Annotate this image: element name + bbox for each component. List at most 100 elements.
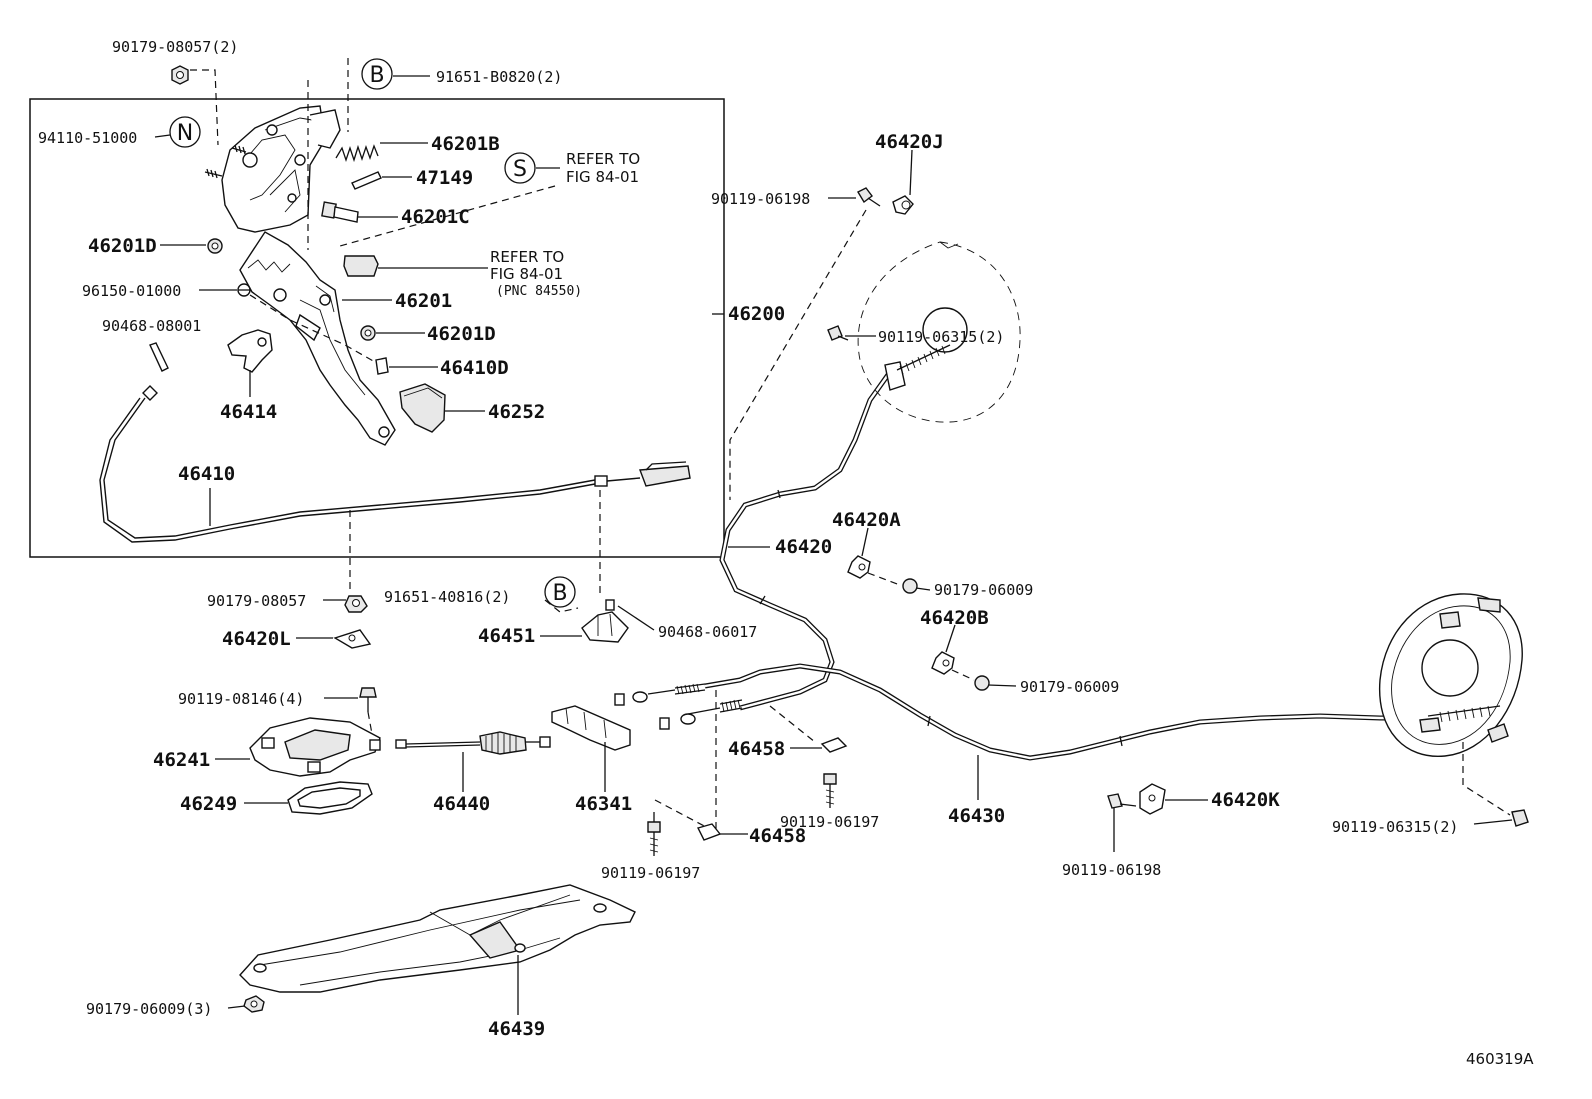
label-46420k: 46420K [1211,789,1280,811]
bolt-90119-06197-b [647,812,661,856]
label-91651-b0820-2: 91651-B0820(2) [436,68,562,86]
label-46201d-a: 46201D [88,235,157,257]
nut-46201d-b [360,325,376,341]
pedal-pad-46252 [399,383,446,433]
label-46410: 46410 [178,463,235,485]
bracket-46420k [1139,783,1166,815]
bracket-46241 [249,717,381,777]
label-90119-06197-a: 90119-06197 [780,813,879,831]
callout-b-top-text: B [369,63,384,88]
bracket-46420l [333,629,372,649]
backing-plate-right [1378,593,1523,757]
clip-90468-08001 [149,342,169,372]
label-90468-06017: 90468-06017 [658,623,757,641]
label-90119-06198-a: 90119-06198 [711,190,810,208]
nut-46201d-a [207,238,223,254]
cable-shield-46439 [239,884,636,993]
callout-b-top: B [361,58,393,90]
label-90119-06315-2-a: 90119-06315(2) [878,328,1004,346]
label-46420a: 46420A [832,509,901,531]
label-46451: 46451 [478,625,535,647]
assembly-46200-box [29,98,725,558]
label-46341: 46341 [575,793,632,815]
equalizer-46341 [551,705,631,751]
cable-46440 [395,731,551,755]
label-46430: 46430 [948,805,1005,827]
callout-n-text: N [177,121,193,146]
label-46201: 46201 [395,290,452,312]
bolt-90179-06009-b [974,675,1017,691]
label-46439: 46439 [488,1018,545,1040]
spring-46201b [335,144,379,163]
label-96150-01000: 96150-01000 [82,282,181,300]
label-46420: 46420 [775,536,832,558]
clip-46458-b [696,823,722,841]
clamp-46420b [931,651,955,675]
label-46200: 46200 [728,303,785,325]
label-47149: 47149 [416,167,473,189]
label-90179-08057: 90179-08057 [207,592,306,610]
pedal-lever-46201 [239,231,396,446]
refer-2-line2: FIG 84-01 [490,265,563,283]
label-46414: 46414 [220,401,277,423]
label-90119-06198-b: 90119-06198 [1062,861,1161,879]
label-46420l: 46420L [222,628,291,650]
label-90179-06009-3: 90179-06009(3) [86,1000,212,1018]
clip-46458-a [820,737,848,753]
pin-47149 [351,171,382,190]
label-90468-08001: 90468-08001 [102,317,201,335]
bolt-90119-06315-b [1511,809,1529,827]
grommet-46249 [287,781,373,815]
callout-s-text: S [513,157,527,182]
label-46252: 46252 [488,401,545,423]
cable-46420 [687,370,893,715]
label-46410d: 46410D [440,357,509,379]
release-cable-46410 [99,385,691,543]
bracket-46451 [581,599,629,643]
label-46420j: 46420J [875,131,944,153]
label-90179-08057-2: 90179-08057(2) [112,38,238,56]
stud-bolts [204,144,247,179]
nut-90179-08057-top [171,65,189,85]
label-46440: 46440 [433,793,490,815]
callout-s: S [504,152,536,184]
bracket-46414 [227,329,273,373]
cable-46430 [647,663,1420,761]
label-46201d-b: 46201D [427,323,496,345]
callout-n: N [169,116,201,148]
label-91651-40816-2: 91651-40816(2) [384,588,510,606]
pin-46410d [375,357,389,375]
label-46458-b: 46458 [749,825,806,847]
refer-2-line3: (PNC 84550) [496,284,582,299]
label-90179-06009-b: 90179-06009 [1020,678,1119,696]
nut-90179-08057-mid [344,595,368,613]
label-90179-06009-a: 90179-06009 [934,581,1033,599]
callout-b-mid: B [544,576,576,608]
refer-2-line1: REFER TO [490,248,564,266]
refer-s-line1: REFER TO [566,150,640,168]
clip-96150-01000 [237,283,251,297]
bolt-90179-06009-a [902,578,931,594]
label-90119-06315-2-b: 90119-06315(2) [1332,818,1458,836]
callout-b-mid-text: B [552,581,567,606]
bolt-90119-06198-a [857,187,881,207]
diagram-id: 460319A [1466,1050,1534,1068]
bolt-90119-06315-a [827,325,849,341]
bolt-46201c [321,201,359,223]
bolt-90119-08146 [359,687,377,712]
label-90119-06197-b: 90119-06197 [601,864,700,882]
nut-90179-06009-3 [243,995,265,1013]
label-46458-a: 46458 [728,738,785,760]
refer-s-line2: FIG 84-01 [566,168,639,186]
label-46201c: 46201C [401,206,470,228]
switch-connector [343,255,488,277]
bolt-90119-06197-a [823,773,837,808]
cable-end-fittings [614,691,696,730]
label-46241: 46241 [153,749,210,771]
pedal-bracket [221,105,341,233]
bracket-46420j [892,195,914,215]
label-46249: 46249 [180,793,237,815]
bolt-90119-06198-b [1107,793,1137,809]
label-46201b: 46201B [431,133,500,155]
